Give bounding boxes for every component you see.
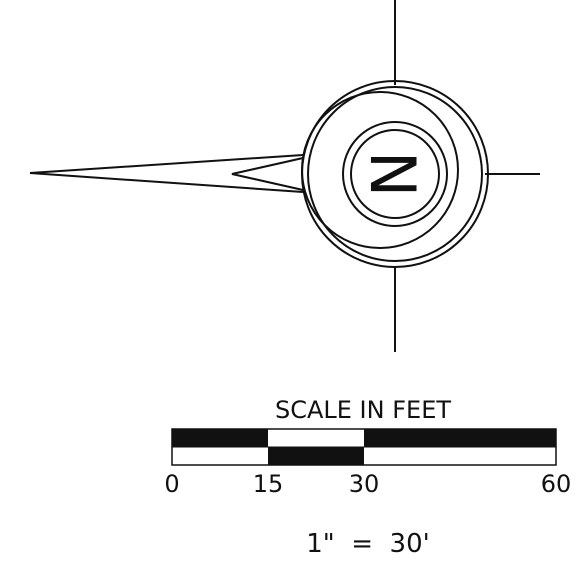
scale-tick-label: 30	[349, 470, 380, 498]
north-arrow-inner-ring-inner	[350, 129, 440, 219]
north-arrow	[29, 0, 540, 352]
scale-tick-label: 15	[253, 470, 284, 498]
north-arrow-outer-ring-inner	[307, 86, 483, 262]
scale-tick-label: 60	[541, 470, 572, 498]
scale-tick-label: 0	[164, 470, 179, 498]
north-arrow-pointer	[29, 154, 304, 193]
scale-segment-bottom-1	[268, 447, 364, 465]
scale-segment-bottom-2	[364, 447, 556, 465]
north-arrow-crescent-ring	[301, 91, 459, 249]
scale-bar: SCALE IN FEET 0 15 30 60	[164, 396, 571, 498]
north-arrow-inner-ring	[342, 121, 448, 227]
scale-title: SCALE IN FEET	[275, 396, 451, 424]
north-letter: N	[359, 151, 432, 197]
scale-segment-bottom-0	[172, 447, 268, 465]
scale-ratio-label: 1" = 30'	[306, 529, 430, 559]
scale-segments	[172, 429, 556, 465]
scale-segment-top-0	[172, 429, 268, 447]
scale-segment-top-1	[268, 429, 364, 447]
north-arrow-pointer-notch	[231, 157, 304, 191]
scale-tick-labels: 0 15 30 60	[164, 470, 571, 498]
scale-segment-top-2	[364, 429, 556, 447]
